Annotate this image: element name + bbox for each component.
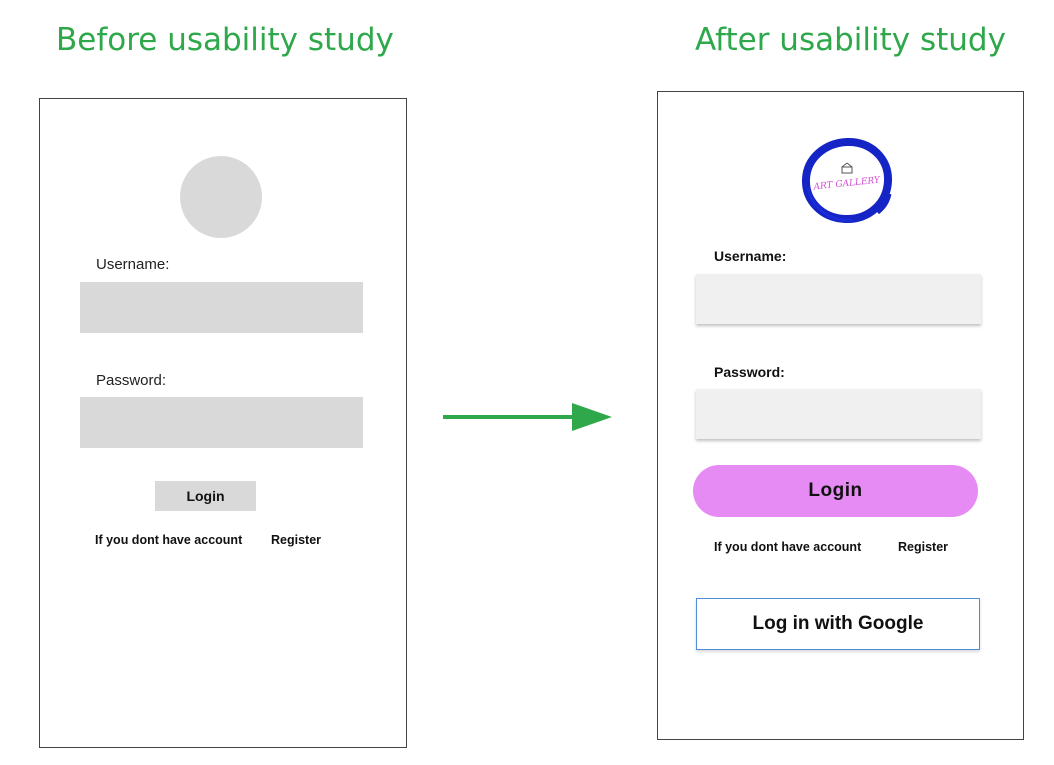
password-input[interactable] (696, 389, 981, 439)
phone-frame-after: ART GALLERY Username: Password: Login If… (657, 91, 1024, 740)
phone-frame-before: Username: Password: Login If you dont ha… (39, 98, 407, 748)
heading-before: Before usability study (56, 22, 394, 58)
art-gallery-logo: ART GALLERY (794, 132, 900, 230)
heading-after: After usability study (695, 22, 1006, 58)
logo-text: ART GALLERY (812, 175, 881, 192)
username-input[interactable] (80, 282, 363, 333)
password-input[interactable] (80, 397, 363, 448)
register-link[interactable]: Register (898, 540, 949, 554)
login-button[interactable]: Login (155, 481, 256, 511)
username-input[interactable] (696, 274, 981, 324)
register-link[interactable]: Register (271, 533, 322, 547)
google-login-button[interactable]: Log in with Google (696, 598, 980, 650)
right-arrow-icon (443, 403, 612, 431)
no-account-text: If you dont have account (714, 540, 862, 554)
username-label: Username: (96, 256, 170, 273)
username-label: Username: (714, 248, 787, 264)
password-label: Password: (96, 372, 167, 389)
avatar-placeholder (180, 156, 262, 238)
login-button[interactable]: Login (693, 465, 978, 517)
no-account-text: If you dont have account (95, 533, 243, 547)
password-label: Password: (714, 364, 785, 380)
